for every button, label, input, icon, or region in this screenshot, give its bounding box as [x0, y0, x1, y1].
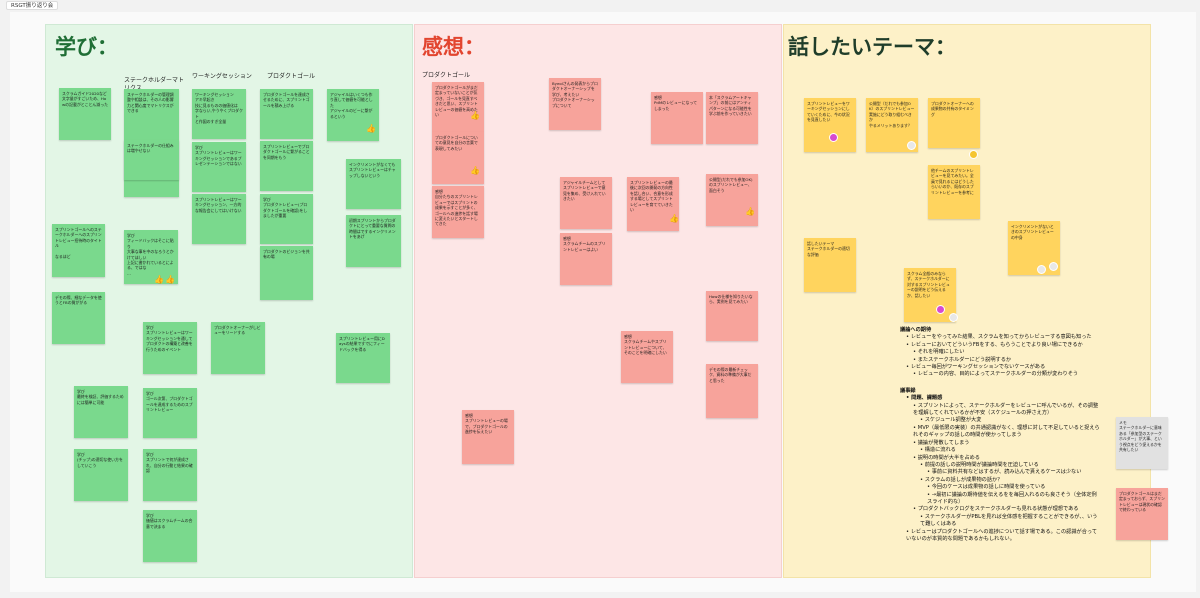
sticky-note[interactable]: プロダクトのビジョンを共有の場	[260, 246, 313, 300]
column-header-product-goal: プロダクトゴール	[267, 73, 315, 81]
sticky-note[interactable]: スプリントレビュー用にDaysの結果ですでにフィードバックを得る	[336, 333, 390, 383]
sticky-note[interactable]: 話したいテーマ ステークホルダーの適切な評価	[804, 238, 856, 292]
sticky-note[interactable]: 学び (チップ)の適切な使い方をしていこう	[74, 449, 128, 501]
sticky-note[interactable]: スクラムガイド2020など文字量がすごいため、Howの記載がとことん減った	[59, 88, 111, 140]
section-title-learnings: 学び：	[55, 35, 118, 59]
thumbs-up-icon: 👍	[165, 275, 174, 284]
sticky-note[interactable]: Howの仕様を知りたいなら、実例を見てみたい	[706, 291, 758, 341]
sticky-note[interactable]: 感想 スクラムチームやスプリントレビューについて、そのことを明確にしたい	[621, 331, 673, 383]
notes-item: 議論が発散してしまう	[900, 440, 1100, 447]
sticky-note[interactable]: ステークホルダーの仕組みは増やせない	[124, 140, 179, 180]
avatar-icon	[969, 150, 978, 159]
notes-item: →最初に議論の期待値を伝えるをを毎回入れるのも良さそう（全体定例スライド的な）	[900, 492, 1100, 507]
notes-item: レビューはプロダクトゴールへの進捗について話す場である。この認識が合っていないの…	[900, 529, 1100, 544]
sticky-note[interactable]: 学び スプリントレビューはワーキングセッションを通してプロダクトの構築と改善を行…	[143, 322, 197, 374]
sticky-note[interactable]: 学び ゴール次第、プロダクトゴールを達成するためのスプリントレビュー	[143, 388, 197, 438]
sticky-note[interactable]: スプリントゴールへのステークホルダーへのスプリントレビュー招待時のタイトル なる…	[52, 224, 105, 277]
notes-item: それを明確にしたい	[900, 349, 1100, 356]
sticky-note[interactable]: 学び プロダクトレビュー(プロダクトゴールを確認)をしましたが重要	[260, 194, 313, 244]
column-header-working: ワーキングセッション	[192, 73, 252, 81]
avatar-icon	[936, 305, 945, 314]
column-header-product-goal-pink: プロダクトゴール	[422, 72, 470, 80]
section-title-topics: 話したいテーマ：	[788, 35, 956, 59]
sticky-note[interactable]: 感想 スプリントレビューの場で、プロダクトゴールの進捗を伝えたい	[462, 410, 514, 464]
sticky-note[interactable]: インクリメントがなくてもスプリントレビューはチャップしないという	[346, 159, 401, 209]
sticky-note[interactable]: スプリントレビューでプロダクトゴールに繋がることを同期をもう	[260, 141, 313, 191]
sticky-note[interactable]: 学び 最終を検証、評価するためには簡単に可能	[74, 386, 128, 438]
notes-item: スクラムの話しが成果物の話か？	[900, 477, 1100, 484]
thumbs-up-icon: 👍	[470, 111, 479, 120]
avatar-icon	[907, 141, 916, 150]
sticky-note[interactable]: デモの際、細なデータを使うとFBの質ががる	[52, 292, 105, 344]
board-tab[interactable]: RSGT振り返り会	[6, 1, 58, 10]
notes-item: 問題、課題感	[900, 395, 1100, 402]
sticky-note[interactable]: 本「スクラムアートキャンプ」の前にはアンティパターンになる可能性を学ぶ前を作って…	[706, 92, 758, 144]
avatar-icon	[949, 313, 958, 322]
sticky-note[interactable]: プロダクトゴールを達成させるために、スプリントゴールを積み上げる	[260, 89, 313, 139]
sticky-note[interactable]: 学び スプリントレビューはワーキングセッションであるプレゼンテーションではない	[192, 142, 246, 192]
section-title-impressions: 感想：	[422, 35, 485, 59]
sticky-note[interactable]: ワーキングセッション アキ早起き 技に見るものの価値化は 字ならい,やうやくプロ…	[192, 89, 246, 139]
sticky-note[interactable]: デモの際の最新チェック、資料の準備が大事だと思った	[706, 364, 758, 418]
sticky-note[interactable]: プロダクトオーナーがしビューをリードする	[211, 322, 265, 374]
sticky-note[interactable]: スプリントレビューはワーキングセッション、一方的な報告会にしてはいけない	[192, 194, 246, 244]
notes-item: 説明の時間が大半を占める	[900, 455, 1100, 462]
notes-item: プロダクトバックログをステークホルダーも見れる状態が理想である	[900, 506, 1100, 513]
notes-item: ステークホルダーがPBLを見れば全体感を把握することができるが、、いうて難しくは…	[900, 514, 1100, 529]
sticky-note[interactable]: 感想 スクラムチームのスプリントレビューはよい	[560, 233, 612, 285]
sticky-note[interactable]: スクラム全般のみならず、ステークホルダーに対するスプリントレビューの説明をどう伝…	[904, 268, 956, 322]
sticky-note[interactable]: プロダクトゴールについての意見を自分の言葉で表現してみたい	[432, 132, 484, 184]
thumbs-up-icon: 👍	[154, 275, 163, 284]
sticky-note[interactable]: アジャイルチームとしてスプリントレビューで意見を集め、受け入れていきたい	[560, 177, 612, 229]
sticky-note[interactable]: プロダクトゴールがまだ定まっていないことが気づき、ゴールを見直すべきだと思い、ス…	[432, 82, 484, 132]
notes-item: 今回のケースは成果物の話しに時間を使っている	[900, 484, 1100, 491]
sticky-note[interactable]: プロダクトオーナーへの成果物の共有のタイミング	[928, 98, 980, 148]
notes-item: 事前に資料共有などはするが、読み込んで貰えるケースは少ない	[900, 469, 1100, 476]
avatar-icon	[1049, 262, 1058, 271]
sticky-note[interactable]: メモ ステークホルダーに意味ある「参加型のステークホルダー」が大事、という視点を…	[1116, 417, 1168, 469]
sticky-note[interactable]: スプリントレビューをワーキングセッションにしていくために、今の状況を見直したい	[804, 98, 856, 152]
notes-item: スプリントによって、ステークホルダーをレビューに呼んでいるが、その調整を理解して…	[900, 403, 1100, 418]
notes-item: スケジュール調整が大変	[900, 417, 1100, 424]
sticky-note[interactable]: アジャイルはいくつも作り直して価値を可能とした アジャイルのビーに繋がるという	[327, 89, 379, 141]
avatar-icon	[1037, 265, 1046, 274]
sticky-note[interactable]: プロダクトゴールはまだ定まっておらず、スプリントレビューは現状の確認で終わってい…	[1116, 488, 1168, 540]
sticky-note[interactable]: 感想 PdMのレビューになってしまった	[651, 92, 703, 144]
sticky-note[interactable]: 初期スプリントからプロダクトにとって重要な質問の時間はでするインクリメントをあげ	[346, 215, 401, 267]
sticky-note[interactable]: 感想 自分たちのスプリントレビューではスプリントの成果を示すことが多く、ゴールへ…	[432, 186, 484, 238]
meeting-notes[interactable]: 議論への期待 レビューをやってみた結果、スクラムを知ってからレビューする意図も知…	[900, 327, 1100, 543]
thumbs-up-icon: 👍	[745, 207, 754, 216]
sticky-note[interactable]: 他チームのスプリントレビューを見てみたい。全員で見れるにはどうしたらいいのか、既…	[928, 165, 980, 219]
thumbs-up-icon: 👍	[366, 124, 375, 133]
sticky-note[interactable]: 公開型(だれでも参加OK)のスプリントレビュー、面白そう	[706, 174, 758, 226]
sticky-note[interactable]: 学び スプリントで何が達成され、自分の行動と結果の確認	[143, 449, 197, 501]
sticky-note[interactable]: Byeolさんの発表からプロダクトオーナーシップを学び、考えたい プロダクトオー…	[549, 78, 601, 130]
thumbs-up-icon: 👍	[669, 214, 678, 223]
avatar-icon	[829, 133, 838, 142]
notes-item: またステークホルダーにどう説明するか	[900, 357, 1100, 364]
thumbs-up-icon: 👍	[470, 166, 479, 175]
notes-item: 構造に流れる	[900, 447, 1100, 454]
sticky-note[interactable]: 学び 価値はスクラムチームの合意で決まる	[143, 510, 197, 562]
notes-item: MVP（最低限の実装）の共通認識がなく、理想に対して不足していると捉えられそのギ…	[900, 425, 1100, 440]
notes-item: レビューの内容、目的によってステークホルダーの分類が変わりそう	[900, 371, 1100, 378]
notes-item: レビューをやってみた結果、スクラムを知ってからレビューする意図も知った	[900, 334, 1100, 341]
